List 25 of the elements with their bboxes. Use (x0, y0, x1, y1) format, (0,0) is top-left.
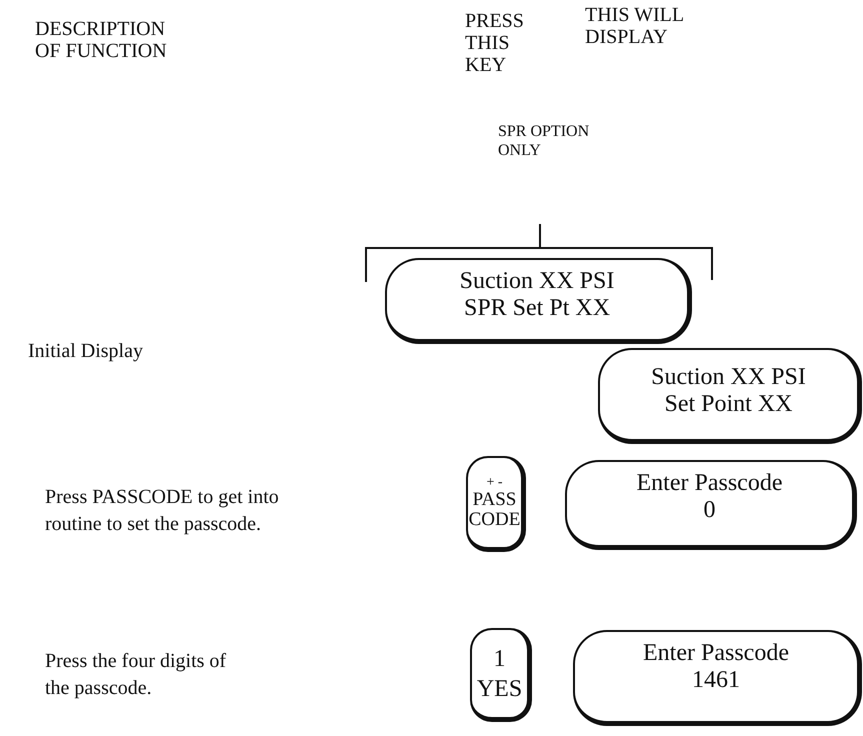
function-description: Press PASSCODE to get into routine to set the passcode. (45, 485, 280, 537)
column-header: PRESS THIS KEY (465, 10, 525, 76)
display-text: Enter Passcode (636, 470, 782, 497)
display-text: Enter Passcode (643, 640, 789, 667)
key-label: YES (476, 674, 522, 704)
keypad-key (470, 628, 532, 722)
option-note: SPR OPTION ONLY (498, 122, 590, 160)
display-screen (565, 460, 857, 550)
display-screen (598, 348, 862, 444)
display-text: SPR Set Pt XX (464, 295, 610, 322)
display-text: 0 (704, 497, 716, 524)
key-label: + - (486, 475, 503, 490)
key-label: 1 (494, 644, 506, 674)
function-description: Initial Display (28, 340, 144, 362)
column-header: THIS WILL DISPLAY (585, 4, 684, 48)
function-description: Press the four digits of the passcode. (45, 649, 228, 701)
display-text: Suction XX PSI (460, 268, 614, 295)
display-screen (573, 630, 862, 726)
keypad-key (466, 456, 526, 552)
column-header: DESCRIPTION OF FUNCTION (35, 18, 168, 62)
display-text: 1461 (692, 667, 740, 694)
key-label: PASS CODE (468, 490, 521, 530)
display-screen (385, 258, 692, 344)
display-text: Set Point XX (664, 391, 792, 418)
display-text: Suction XX PSI (651, 364, 806, 391)
